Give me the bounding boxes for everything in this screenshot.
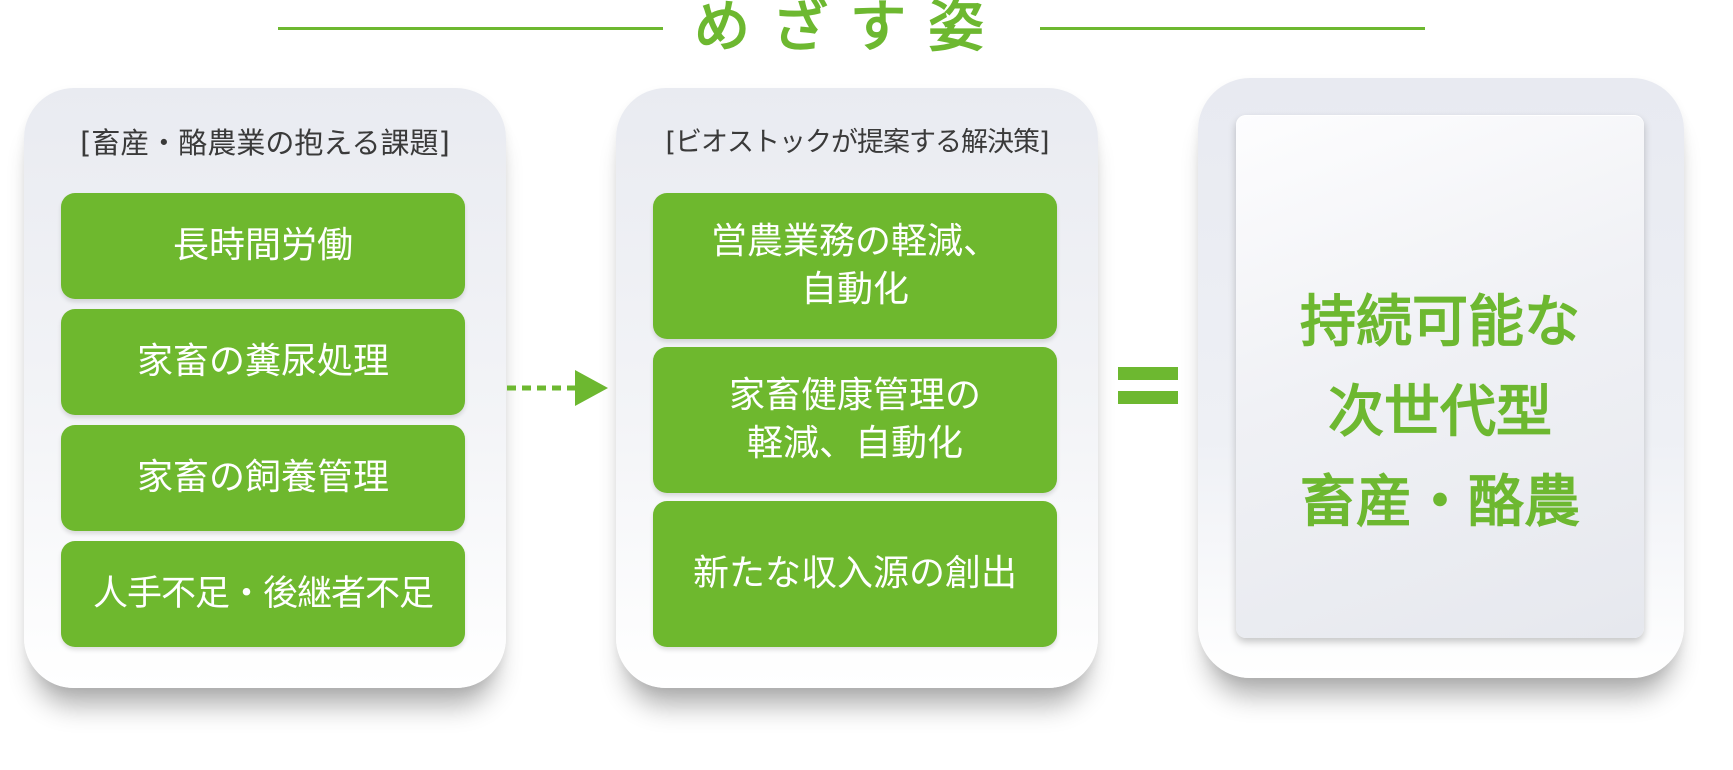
main-title: めざす姿 [694, 0, 1006, 60]
challenge-item: 人手不足・後継者不足 [61, 541, 465, 647]
solution-item: 新たな収入源の創出 [653, 501, 1057, 647]
dashed-right-arrow-icon [507, 370, 608, 406]
title-rule-right [1040, 27, 1425, 30]
challenge-item-label: 人手不足・後継者不足 [92, 574, 434, 614]
challenge-item: 家畜の糞尿処理 [61, 309, 465, 415]
result-card: 持続可能な 次世代型 畜産・酪農 [1236, 115, 1644, 638]
equals-icon [1118, 367, 1178, 380]
solution-item-label: 営農業務の軽減、 自動化 [710, 221, 999, 310]
challenge-item: 家畜の飼養管理 [61, 425, 465, 531]
solution-item-label: 家畜健康管理の 軽減、自動化 [728, 375, 981, 464]
challenges-panel: [畜産・酪農業の抱える課題] 長時間労働 家畜の糞尿処理 家畜の飼養管理 人手不… [24, 88, 506, 688]
title-rule-left [278, 27, 663, 30]
result-panel: 持続可能な 次世代型 畜産・酪農 [1198, 78, 1684, 678]
challenges-heading: [畜産・酪農業の抱える課題] [80, 126, 450, 160]
result-text: 持続可能な 次世代型 畜産・酪農 [1300, 290, 1580, 535]
equals-icon-lower-bar [1118, 391, 1178, 404]
solution-item: 家畜健康管理の 軽減、自動化 [653, 347, 1057, 493]
solutions-heading: [ビオストックが提案する解決策] [665, 127, 1049, 158]
solution-item: 営農業務の軽減、 自動化 [653, 193, 1057, 339]
challenge-item-label: 家畜の糞尿処理 [136, 341, 389, 382]
challenge-item: 長時間労働 [61, 193, 465, 299]
challenge-item-label: 家畜の飼養管理 [136, 457, 389, 498]
solution-item-label: 新たな収入源の創出 [692, 553, 1017, 594]
solutions-panel: [ビオストックが提案する解決策] 営農業務の軽減、 自動化 家畜健康管理の 軽減… [616, 88, 1098, 688]
challenge-item-label: 長時間労働 [172, 225, 353, 266]
